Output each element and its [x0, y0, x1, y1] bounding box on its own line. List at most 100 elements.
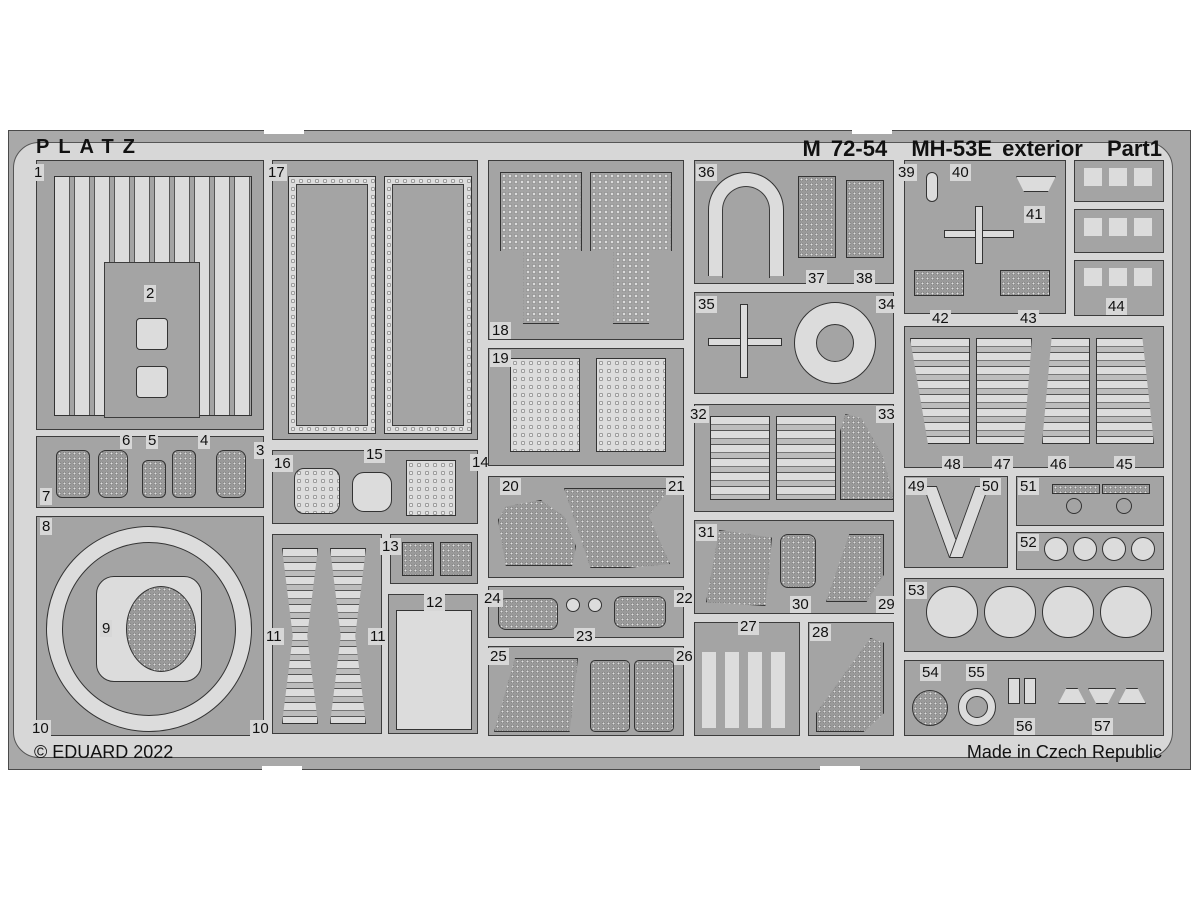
part-15-plate — [352, 472, 392, 512]
part-17-inset-right — [392, 184, 464, 426]
part-53-disc-4 — [1100, 586, 1152, 638]
part-27-clips — [702, 652, 794, 728]
fret-gate-top — [264, 128, 304, 134]
part-label-52: 52 — [1018, 534, 1039, 551]
part-label-40: 40 — [950, 164, 971, 181]
part-17-inset-left — [296, 184, 368, 426]
part-label-10-left: 10 — [30, 720, 51, 737]
part-14-plate — [406, 460, 456, 516]
part-label-11-right: 11 — [368, 628, 388, 645]
part-label-51: 51 — [1018, 478, 1039, 495]
part-36-arch-inner — [722, 186, 770, 278]
fret-gate-bottom-left — [262, 766, 302, 772]
part-44-brackets-1 — [1084, 168, 1156, 186]
part-3-mesh — [216, 450, 246, 498]
part-label-2: 2 — [144, 285, 157, 302]
part-13-mesh-right — [440, 542, 472, 576]
part-51-clip-left — [1052, 484, 1100, 494]
part-label-33: 33 — [876, 406, 897, 423]
part-label-50: 50 — [980, 478, 1001, 495]
part-label-54: 54 — [920, 664, 941, 681]
part-53-disc-2 — [984, 586, 1036, 638]
part-35-cross-v — [740, 304, 748, 378]
part-label-20: 20 — [500, 478, 521, 495]
part-label-21: 21 — [666, 478, 687, 495]
part-label-46: 46 — [1048, 456, 1069, 473]
part-55-bore — [966, 696, 988, 718]
product-name: MH-53E exterior — [911, 136, 1083, 161]
part-label-31: 31 — [696, 524, 717, 541]
part-19-left — [510, 358, 580, 452]
brand-logo: PLATZ — [36, 136, 144, 158]
part-44-brackets-3 — [1084, 268, 1156, 286]
part-label-3: 3 — [254, 442, 267, 459]
part-51-loop-left — [1066, 498, 1082, 514]
part-label-29: 29 — [876, 596, 897, 613]
part-39-loop — [926, 172, 938, 202]
part-4-mesh — [172, 450, 196, 498]
part-label-28: 28 — [810, 624, 831, 641]
part-label-49: 49 — [906, 478, 927, 495]
part-label-4: 4 — [198, 432, 211, 449]
part-24-mesh — [498, 598, 558, 630]
part-52-disc-1 — [1044, 537, 1068, 561]
part-label-17: 17 — [266, 164, 287, 181]
part-23-disc-right — [588, 598, 602, 612]
fret-gate-bottom-right — [820, 766, 860, 772]
part-label-38: 38 — [854, 270, 875, 287]
part-30-mesh — [780, 534, 816, 588]
part-37-mesh — [798, 176, 836, 258]
part-label-13: 13 — [380, 538, 401, 555]
part-label-12: 12 — [424, 594, 445, 611]
sheet-title: M 72-54 MH-53E exterior Part1 — [788, 136, 1162, 162]
part-52-disc-3 — [1102, 537, 1126, 561]
part-label-55: 55 — [966, 664, 987, 681]
part-label-24: 24 — [482, 590, 503, 607]
part-22-mesh — [614, 596, 666, 628]
part-label-27: 27 — [738, 618, 759, 635]
part-2-window-upper — [136, 318, 168, 350]
part-label-16: 16 — [272, 455, 293, 472]
part-label-10-right: 10 — [250, 720, 271, 737]
part-label-9: 9 — [100, 620, 113, 637]
part-label-35: 35 — [696, 296, 717, 313]
part-53-disc-3 — [1042, 586, 1094, 638]
part-label-57: 57 — [1092, 718, 1113, 735]
part-52-disc-2 — [1073, 537, 1097, 561]
part-label-26: 26 — [674, 648, 695, 665]
part-label-45: 45 — [1114, 456, 1135, 473]
part-19-right — [596, 358, 666, 452]
part-26-mesh-right — [634, 660, 674, 732]
part-label-23: 23 — [574, 628, 595, 645]
part-label-56: 56 — [1014, 718, 1035, 735]
part-13-mesh-left — [402, 542, 434, 576]
part-label-48: 48 — [942, 456, 963, 473]
product-code: M 72-54 — [802, 136, 888, 161]
part-label-47: 47 — [992, 456, 1013, 473]
part-52-disc-4 — [1131, 537, 1155, 561]
part-53-disc-1 — [926, 586, 978, 638]
part-32-right — [776, 416, 836, 500]
part-5-mesh — [142, 460, 166, 498]
part-9-mesh — [126, 586, 196, 672]
part-label-18: 18 — [490, 322, 511, 339]
part-label-14: 14 — [470, 454, 491, 471]
part-2-window-lower — [136, 366, 168, 398]
part-38-mesh — [846, 180, 884, 258]
part-43-mesh — [1000, 270, 1050, 296]
part-label-30: 30 — [790, 596, 811, 613]
part-34-bore — [816, 324, 854, 362]
part-44-brackets-2 — [1084, 218, 1156, 236]
part-40-cross-v — [975, 206, 983, 264]
part-32-left — [710, 416, 770, 500]
fret-gate-top-right — [852, 128, 892, 134]
part-56-tab-left — [1008, 678, 1020, 704]
part-21-mesh — [564, 488, 670, 568]
part-label-39: 39 — [896, 164, 917, 181]
part-56-tab-right — [1024, 678, 1036, 704]
part-54-mesh-disc — [912, 690, 948, 726]
part-6-mesh — [98, 450, 128, 498]
part-label-43: 43 — [1018, 310, 1039, 327]
part-label-8: 8 — [40, 518, 53, 535]
part-16-plate — [294, 468, 340, 514]
